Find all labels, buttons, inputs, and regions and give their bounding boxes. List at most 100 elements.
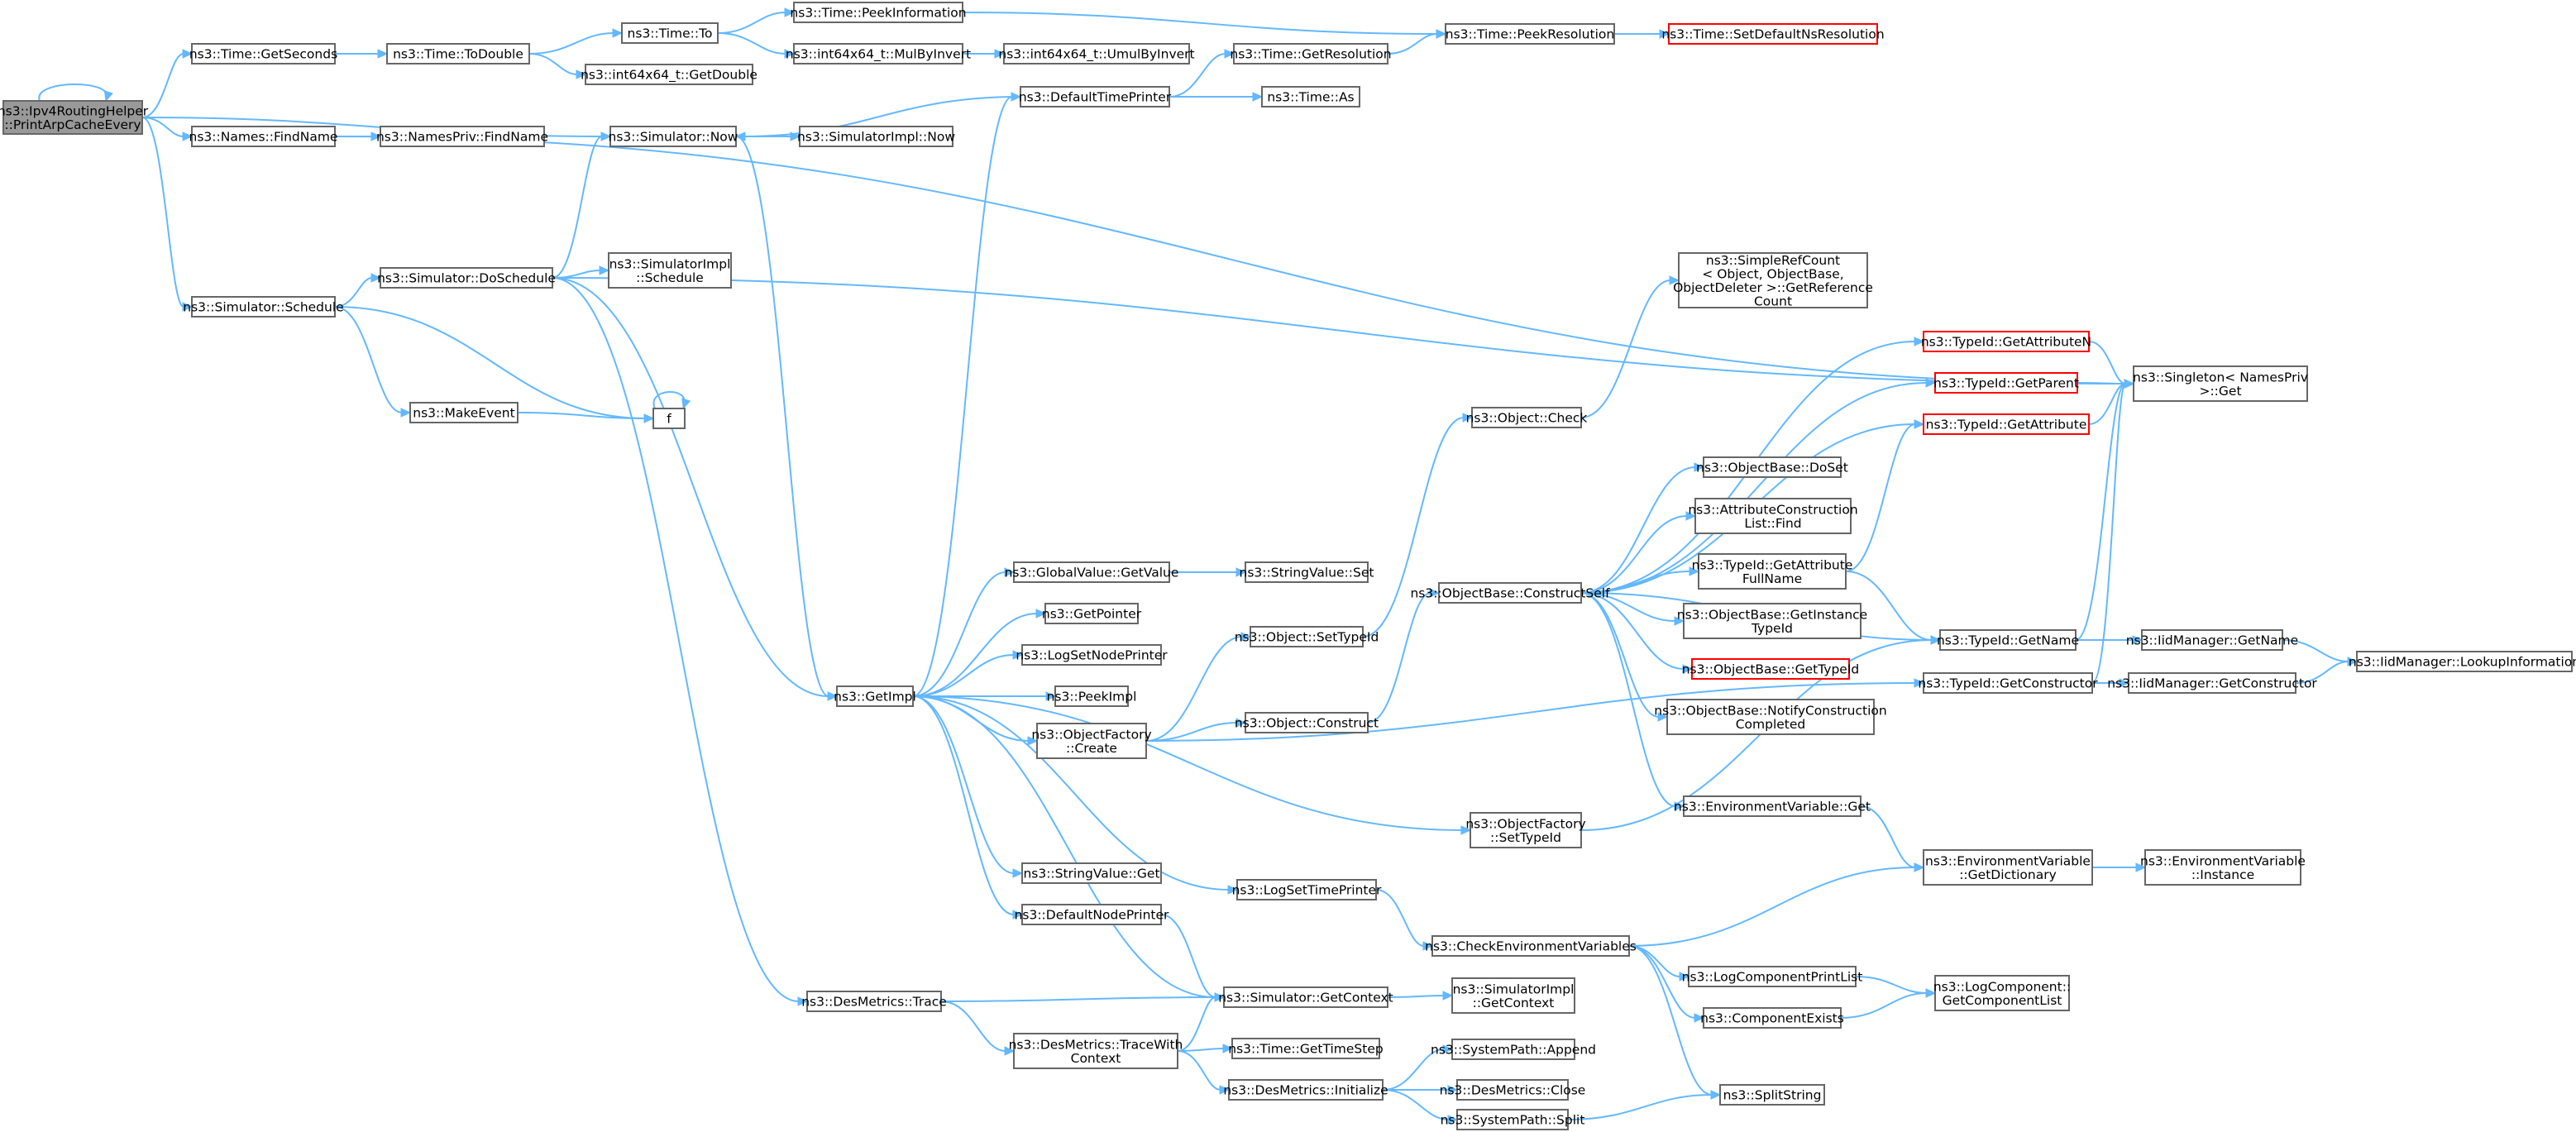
function-node-box — [386, 43, 530, 64]
call-edge-line — [1387, 33, 1438, 55]
function-node-privfindname[interactable]: ns3::NamesPriv::FindName — [376, 126, 548, 147]
function-node-typeidgetcons[interactable]: ns3::TypeId::GetConstructor — [1918, 672, 2098, 694]
call-edge-line — [141, 53, 184, 118]
function-node-getparent[interactable]: ns3::TypeId::GetParent — [1933, 372, 2079, 394]
function-node-umulbyinvert[interactable]: ns3::int64x64_t::UmulByInvert — [998, 43, 1195, 64]
function-node-syssplit[interactable]: ns3::SystemPath::Split — [1441, 1109, 1585, 1130]
function-node-box — [2144, 849, 2301, 886]
function-node-checkenv[interactable]: ns3::CheckEnvironmentVariables — [1425, 935, 1637, 957]
function-node-label: ns3::LogComponentPrintList — [1682, 970, 1863, 985]
call-edge-line — [141, 117, 184, 308]
function-node-objcheck[interactable]: ns3::Object::Check — [1466, 407, 1588, 428]
function-node-splitstring[interactable]: ns3::SplitString — [1719, 1084, 1825, 1106]
function-node-simgetctx[interactable]: ns3::Simulator::GetContext — [1218, 986, 1393, 1008]
function-node-box — [806, 991, 942, 1012]
function-node-objfactset[interactable]: ns3::ObjectFactory::SetTypeId — [1465, 812, 1586, 848]
call-edge-envdict-to-envinst — [2092, 862, 2147, 872]
function-node-timeto[interactable]: ns3::Time::To — [621, 22, 719, 44]
function-node-getseconds[interactable]: ns3::Time::GetSeconds — [189, 43, 337, 64]
function-node-logcompprint[interactable]: ns3::LogComponentPrintList — [1682, 966, 1863, 987]
function-node-box — [1245, 561, 1369, 583]
call-edge-getres-to-peekres — [1387, 29, 1447, 55]
function-node-box — [1683, 603, 1862, 639]
function-node-lookupinfo[interactable]: ns3::IidManager::LookupInformation — [2349, 651, 2576, 672]
call-edge-line — [912, 571, 1006, 697]
call-edge-arrowhead — [1436, 29, 1447, 39]
function-node-implgetctx[interactable]: ns3::SimulatorImpl::GetContext — [1451, 977, 1575, 1014]
function-node-f[interactable]: f — [652, 408, 686, 429]
call-edge-typeidgetname-to-iidgetname — [2075, 635, 2143, 645]
function-node-getimpl[interactable]: ns3::GetImpl — [834, 685, 916, 707]
function-node-mulbyinvert[interactable]: ns3::int64x64_t::MulByInvert — [786, 43, 971, 64]
function-node-setdefres[interactable]: ns3::Time::SetDefaultNsResolution — [1661, 23, 1885, 45]
function-node-globalget[interactable]: ns3::GlobalValue::GetValue — [1005, 561, 1179, 583]
function-node-peekres[interactable]: ns3::Time::PeekResolution — [1445, 23, 1615, 45]
function-node-desinit[interactable]: ns3::DesMetrics::Initialize — [1223, 1079, 1388, 1101]
function-node-getres[interactable]: ns3::Time::GetResolution — [1230, 43, 1392, 64]
function-node-peekinfo[interactable]: ns3::Time::PeekInformation — [790, 2, 967, 23]
call-edge-line — [1845, 423, 1916, 572]
function-node-constructself[interactable]: ns3::ObjectBase::ConstructSelf — [1410, 582, 1610, 604]
function-node-iidgetcons[interactable]: ns3::IidManager::GetConstructor — [2107, 672, 2317, 694]
function-node-logsettime[interactable]: ns3::LogSetTimePrinter — [1232, 879, 1382, 900]
function-node-sysappend[interactable]: ns3::SystemPath::Append — [1431, 1039, 1596, 1060]
function-node-simplerefcount[interactable]: ns3::SimpleRefCount< Object, ObjectBase,… — [1673, 252, 1873, 309]
function-node-deftimeprinter[interactable]: ns3::DefaultTimePrinter — [1019, 86, 1172, 107]
call-edge-arrowhead — [1674, 616, 1685, 626]
function-node-label: ns3::ObjectBase::DoSet — [1696, 461, 1848, 475]
function-node-typeidgetname[interactable]: ns3::TypeId::GetName — [1937, 629, 2079, 651]
function-node-getattrn[interactable]: ns3::TypeId::GetAttributeN — [1921, 331, 2091, 352]
call-edge-simnow-to-getimpl — [735, 136, 839, 701]
call-edge-checkenv-to-logcompprint — [1628, 945, 1690, 982]
function-node-label: ns3::SimulatorImpl — [1453, 982, 1575, 996]
function-node-todouble[interactable]: ns3::Time::ToDouble — [386, 43, 530, 64]
function-node-iidgetname[interactable]: ns3::IidManager::GetName — [2126, 629, 2298, 651]
function-node-obgettypeid[interactable]: ns3::ObjectBase::GetTypeId — [1682, 658, 1860, 680]
function-node-implschedule[interactable]: ns3::SimulatorImpl::Schedule — [608, 252, 732, 289]
function-node-getdouble[interactable]: ns3::int64x64_t::GetDouble — [581, 64, 758, 85]
function-node-label: ns3::StringValue::Get — [1023, 867, 1159, 881]
function-node-box — [1231, 1038, 1380, 1059]
function-node-objfactcreate[interactable]: ns3::ObjectFactory::Create — [1031, 723, 1152, 759]
function-node-simnow[interactable]: ns3::Simulator::Now — [609, 126, 738, 147]
call-edge-line — [552, 277, 800, 1002]
call-edge-arrowhead — [1685, 511, 1697, 521]
function-node-logsetnode[interactable]: ns3::LogSetNodePrinter — [1016, 644, 1168, 666]
function-node-destrace[interactable]: ns3::DesMetrics::Trace — [801, 991, 947, 1012]
function-node-implnow[interactable]: ns3::SimulatorImpl::Now — [797, 126, 955, 147]
function-node-box — [2, 100, 143, 135]
function-node-doschedule[interactable]: ns3::Simulator::DoSchedule — [377, 267, 556, 289]
function-node-singleton[interactable]: ns3::Singleton< NamesPriv >::Get — [2133, 365, 2308, 402]
function-node-desclose[interactable]: ns3::DesMetrics::Close — [1440, 1079, 1586, 1101]
function-node-strvalset[interactable]: ns3::StringValue::Set — [1240, 561, 1374, 583]
function-node-objconstruct[interactable]: ns3::Object::Construct — [1235, 712, 1379, 733]
call-edge-getimpl-to-logsetnode — [912, 650, 1024, 697]
function-node-envget[interactable]: ns3::EnvironmentVariable::Get — [1674, 795, 1871, 817]
function-node-envdict[interactable]: ns3::EnvironmentVariable::GetDictionary — [1923, 849, 2093, 886]
function-node-defnodeprinter[interactable]: ns3::DefaultNodePrinter — [1015, 904, 1169, 925]
function-node-envinst[interactable]: ns3::EnvironmentVariable::Instance — [2140, 849, 2306, 886]
function-node-gettimestep[interactable]: ns3::Time::GetTimeStep — [1228, 1038, 1384, 1059]
function-node-timeas[interactable]: ns3::Time::As — [1261, 86, 1360, 107]
function-node-root[interactable]: ns3::Ipv4RoutingHelper::PrintArpCacheEve… — [0, 100, 149, 135]
function-node-dosetr[interactable]: ns3::ObjectBase::DoSet — [1696, 456, 1848, 478]
call-edge-arrowhead — [182, 302, 194, 312]
function-node-getattr[interactable]: ns3::TypeId::GetAttribute — [1923, 413, 2090, 435]
function-node-peekimpl[interactable]: ns3::PeekImpl — [1047, 685, 1137, 707]
call-edge-line — [38, 83, 108, 102]
function-node-notifycons[interactable]: ns3::ObjectBase::NotifyConstructionCompl… — [1654, 699, 1887, 735]
function-node-getpointer[interactable]: ns3::GetPointer — [1042, 603, 1142, 624]
function-node-findname[interactable]: ns3::Names::FindName — [189, 126, 338, 147]
function-node-logcomplist[interactable]: ns3::LogComponent::GetComponentList — [1933, 975, 2071, 1011]
function-node-objsettypeid[interactable]: ns3::Object::SetTypeId — [1235, 626, 1379, 647]
function-node-compexists[interactable]: ns3::ComponentExists — [1700, 1007, 1844, 1029]
function-node-label: ns3::CheckEnvironmentVariables — [1425, 939, 1637, 954]
call-edge-line — [1580, 592, 1676, 807]
function-node-strvalget[interactable]: ns3::StringValue::Get — [1021, 862, 1162, 884]
function-node-makeevent[interactable]: ns3::MakeEvent — [409, 402, 519, 423]
function-node-schedule[interactable]: ns3::Simulator::Schedule — [183, 296, 344, 318]
